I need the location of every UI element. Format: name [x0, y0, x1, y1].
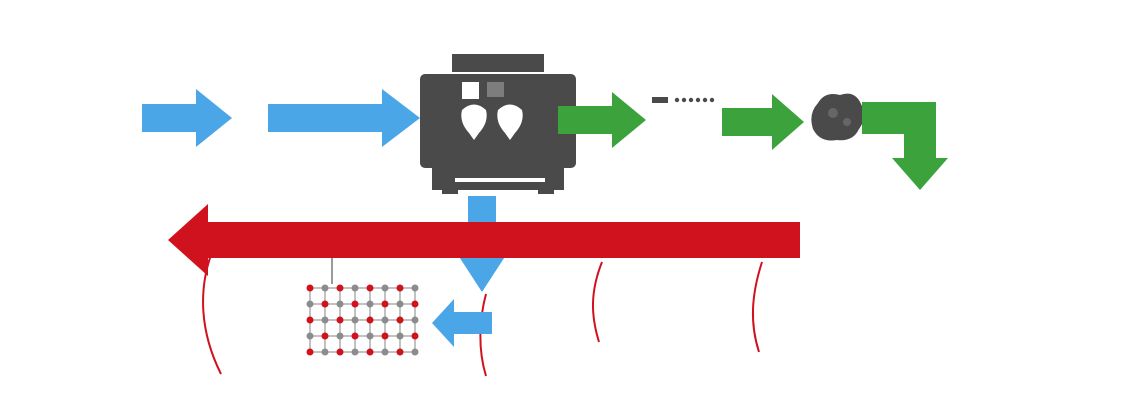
product-arrow-1: [558, 92, 646, 148]
dash-dot-annotation: [652, 97, 715, 103]
lattice-atom: [396, 300, 404, 308]
lattice-atom: [366, 300, 374, 308]
lattice-atom: [411, 348, 419, 356]
callout-curve-3: [592, 261, 603, 343]
dot-mark: [688, 97, 694, 103]
lattice-atom: [321, 316, 329, 324]
lattice-atom: [396, 348, 404, 356]
ampoule-drop-2: [497, 104, 523, 140]
dot-mark: [674, 97, 680, 103]
lattice-atom: [336, 348, 344, 356]
lattice-atom: [381, 332, 389, 340]
lattice-atom: [321, 284, 329, 292]
dot-mark: [695, 97, 701, 103]
furnace-foot-left: [442, 190, 458, 194]
lattice-atom: [336, 284, 344, 292]
callout-curve-2: [479, 293, 487, 377]
lattice-atom: [321, 348, 329, 356]
lattice-atom: [411, 332, 419, 340]
lattice-atom: [351, 332, 359, 340]
lattice-atom: [411, 300, 419, 308]
lattice-atom: [336, 316, 344, 324]
sample-blob-highlight: [843, 118, 851, 126]
furnace-icon: [420, 54, 576, 194]
sample-blob: [811, 93, 865, 141]
dot-mark: [681, 97, 687, 103]
product-arrow-2: [722, 94, 804, 150]
lattice-atom: [321, 332, 329, 340]
precursor-arrow-2: [268, 89, 420, 147]
dot-mark: [702, 97, 708, 103]
lattice-atom: [306, 348, 314, 356]
lattice-atom: [351, 316, 359, 324]
lattice-atom: [381, 348, 389, 356]
red-return-arrow: [168, 204, 800, 276]
green-elbow-down-arrow: [862, 102, 948, 190]
lattice-atom: [336, 332, 344, 340]
lattice-atom: [396, 316, 404, 324]
lattice-atom: [306, 316, 314, 324]
dot-mark: [709, 97, 715, 103]
lattice-atom: [306, 284, 314, 292]
lattice-pointer-arrow: [432, 299, 492, 347]
lattice-atom: [366, 284, 374, 292]
lattice-atom: [351, 284, 359, 292]
lattice-atom: [351, 348, 359, 356]
lattice-atom: [381, 316, 389, 324]
lattice-atom: [336, 300, 344, 308]
lattice-atom: [366, 332, 374, 340]
furnace-chimney: [452, 54, 544, 72]
lattice-atom: [381, 284, 389, 292]
crystal-lattice: [306, 284, 419, 356]
lattice-atom: [321, 300, 329, 308]
lattice-atom: [306, 332, 314, 340]
furnace-body: [420, 74, 576, 168]
lattice-atom: [411, 316, 419, 324]
lattice-atom: [351, 300, 359, 308]
sample-blob-highlight: [828, 108, 838, 118]
lattice-atom: [396, 284, 404, 292]
sample-blob-icon: [811, 93, 865, 141]
lattice-atom: [381, 300, 389, 308]
lattice-atom: [366, 348, 374, 356]
callout-curve-4: [752, 261, 763, 353]
furnace-display: [487, 82, 504, 97]
furnace-foot-right: [538, 190, 554, 194]
lattice-atom: [396, 332, 404, 340]
callout-curve-1: [202, 251, 222, 375]
lattice-atom: [411, 284, 419, 292]
lattice-atom: [306, 300, 314, 308]
furnace-base-slot: [455, 178, 545, 182]
furnace-window: [462, 82, 479, 99]
ampoule-drop-1: [461, 104, 487, 140]
lattice-atom: [366, 316, 374, 324]
precursor-arrow-1: [142, 89, 232, 147]
dash-mark: [652, 97, 668, 103]
